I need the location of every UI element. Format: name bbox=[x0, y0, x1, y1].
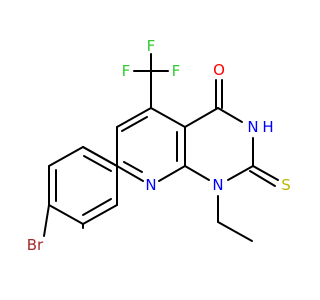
bond-n8-c8a bbox=[158, 165, 186, 182]
bond-c7-n8-inner bbox=[123, 161, 143, 173]
bond-c2-s bbox=[252, 165, 279, 181]
bond-c5-c6 bbox=[116, 107, 152, 128]
fluorine-atom-right: F bbox=[172, 62, 181, 80]
bond-ar3-ar4 bbox=[48, 204, 84, 225]
bond-c4-n3 bbox=[217, 107, 243, 123]
bond-ar4-ar5-inner bbox=[82, 198, 112, 216]
bond-ar6-ar1 bbox=[82, 146, 118, 167]
bond-ar4-ar5 bbox=[82, 204, 118, 225]
nitrogen-atom-pyridine: N bbox=[145, 176, 156, 194]
bond-ar1-ar2 bbox=[48, 146, 84, 167]
bond-c2-n1 bbox=[227, 165, 254, 181]
sulfur-atom: S bbox=[281, 176, 291, 194]
atom-label-layer: F F F O N H N N S Br bbox=[27, 37, 291, 254]
bond-c5-c6-inner bbox=[121, 116, 148, 132]
bond-c7-n8 bbox=[116, 165, 144, 182]
bond-ar1-ar6-inner bbox=[83, 155, 112, 172]
bond-c4a-c5 bbox=[150, 107, 186, 128]
bond-n1-c8a bbox=[184, 165, 210, 181]
bond-layer bbox=[48, 53, 279, 242]
fluorine-atom-left: F bbox=[122, 62, 131, 80]
bond-c2-s-double bbox=[249, 170, 276, 187]
bond-c4a-c4 bbox=[184, 107, 219, 128]
bond-ar3-br bbox=[43, 204, 50, 237]
hydrogen-atom-n3: H bbox=[262, 118, 273, 136]
bond-ch2-ch3 bbox=[217, 221, 253, 242]
oxygen-atom: O bbox=[213, 61, 225, 79]
nitrogen-atom-n3: N bbox=[247, 118, 258, 136]
bromine-atom: Br bbox=[27, 236, 44, 254]
nitrogen-atom-n1: N bbox=[212, 176, 223, 194]
fluorine-atom-top: F bbox=[147, 37, 156, 55]
molecule-structure-diagram: F F F O N H N N S Br bbox=[27, 37, 291, 254]
